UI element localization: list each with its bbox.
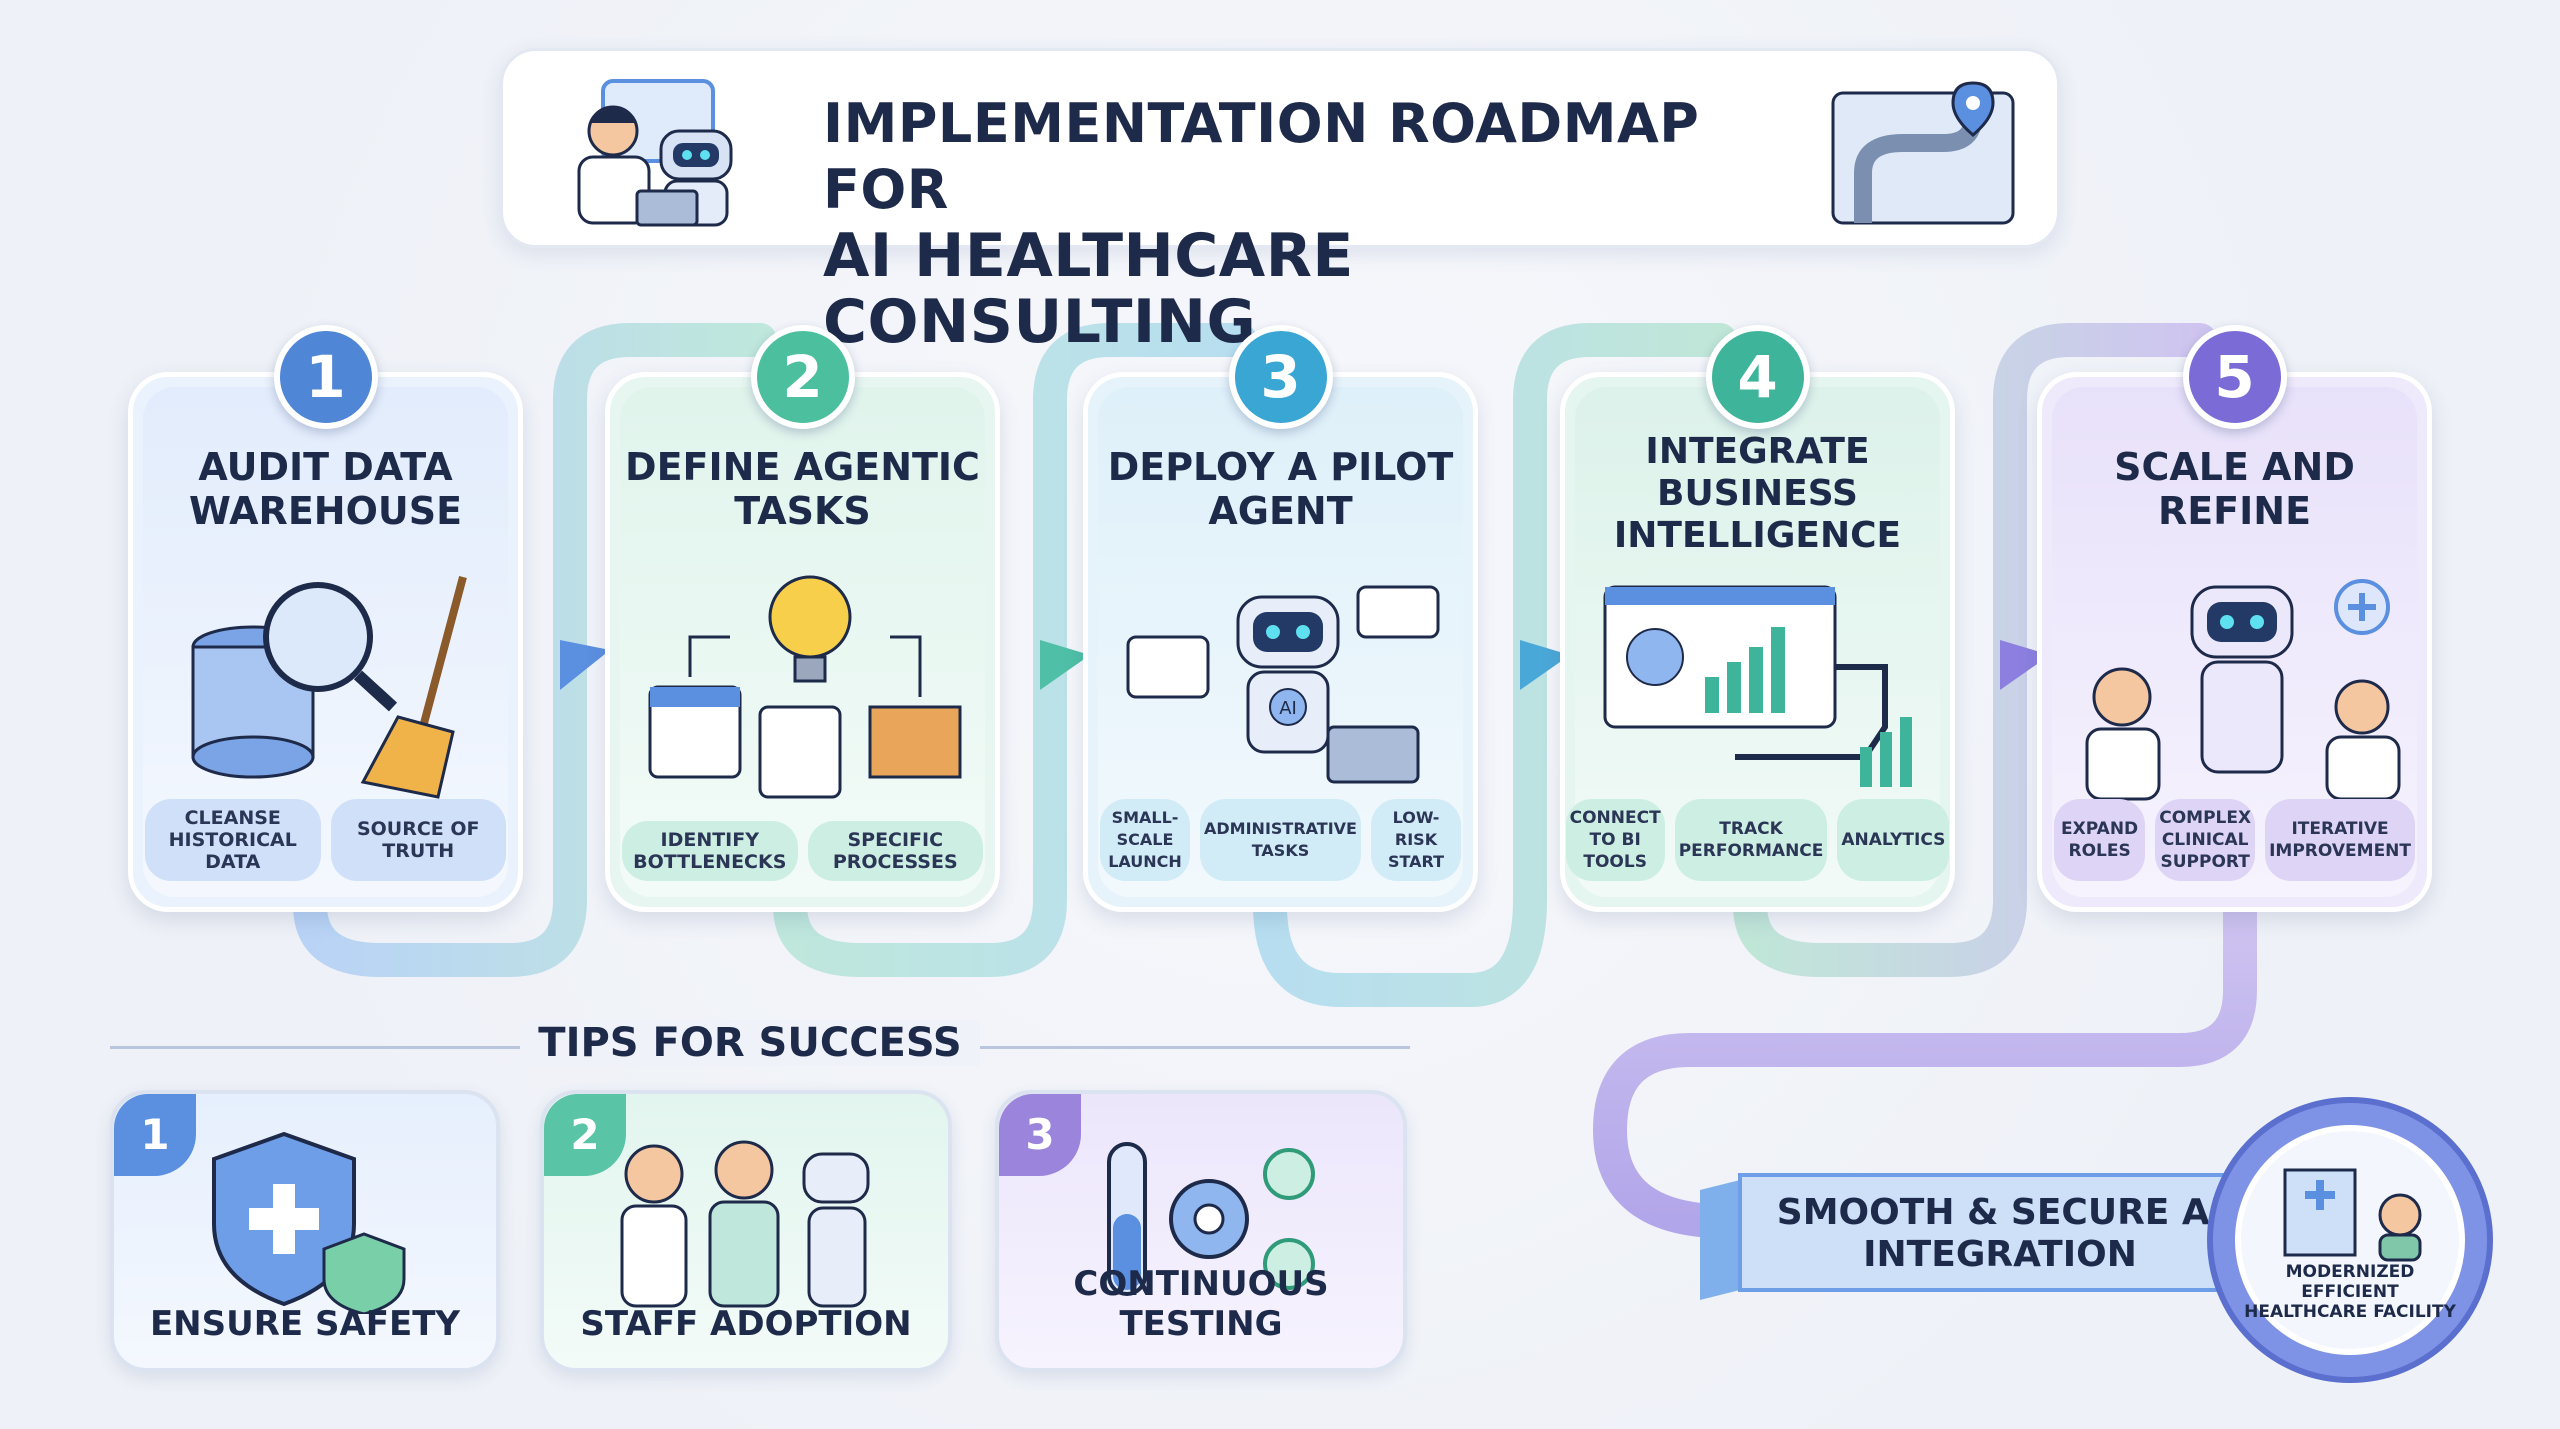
svg-text:AI: AI [1279,698,1297,719]
chip-analytics: ANALYTICS [1837,799,1950,881]
step-card-3: 3 DEPLOY A PILOT AGENT AI SMALL-SCALE LA… [1083,325,1478,912]
test-tube-gear-icon [1107,1142,1315,1296]
step-number-5: 5 [2182,325,2287,429]
step-card-5: 5 SCALE AND REFINE EXPAND ROLES COMPLEX … [2037,325,2432,912]
step-3-chips: SMALL-SCALE LAUNCH ADMINISTRATIVE TASKS … [1100,799,1461,881]
result-ribbon [1700,1173,2262,1300]
chip-complex-clinical-support: COMPLEX CLINICAL SUPPORT [2155,799,2256,881]
tip-number-1: 1 [114,1094,196,1176]
tip-label-staff-adoption: STAFF ADOPTION [580,1304,912,1344]
chip-expand-roles: EXPAND ROLES [2054,799,2146,881]
tip-card-staff-adoption: 2 STAFF ADOPTION [540,1090,952,1372]
lightbulb-calendar-box-icon [648,575,962,799]
step-title-4: INTEGRATE BUSINESS INTELLIGENCE [1613,431,1902,556]
step-title-5: SCALE AND REFINE [2114,445,2355,533]
tips-heading: TIPS FOR SUCCESS [520,1020,980,1066]
title-banner: IMPLEMENTATION ROADMAP FOR AI HEALTHCARE… [500,48,2060,355]
step-card-1: 1 AUDIT DATA WAREHOUSE CLEANSE HISTORICA… [128,325,523,912]
chip-source-of-truth: SOURCE OF TRUTH [330,799,506,881]
step-title-3: DEPLOY A PILOT AGENT [1107,445,1454,533]
step-number-4: 4 [1705,325,1810,429]
staff-and-robot-icon [620,1140,870,1308]
robot-with-doctors-icon [2085,579,2401,801]
step-number-3: 3 [1228,325,1333,429]
chip-iterative-improvement: ITERATIVE IMPROVEMENT [2265,799,2415,881]
step-card-2: 2 DEFINE AGENTIC TASKS IDENTIFY BOTTLENE… [605,325,1000,912]
doctor-and-robot-icon [577,79,733,227]
tip-number-2: 2 [544,1094,626,1176]
chip-track-performance: TRACK PERFORMANCE [1674,799,1828,881]
shield-check-icon [212,1131,406,1314]
title-line-2: AI HEALTHCARE CONSULTING [823,221,1354,357]
tip-card-ensure-safety: 1 ENSURE SAFETY [110,1090,500,1372]
chip-specific-processes: SPECIFIC PROCESSES [807,821,983,881]
step-1-chips: CLEANSE HISTORICAL DATA SOURCE OF TRUTH [145,799,506,881]
healthcare-facility-badge [2207,1097,2493,1383]
step-number-2: 2 [750,325,855,429]
result-banner-text: SMOOTH & SECURE AI INTEGRATION [1776,1192,2224,1275]
chip-identify-bottlenecks: IDENTIFY BOTTLENECKS [622,821,798,881]
page-title: IMPLEMENTATION ROADMAP FOR AI HEALTHCARE… [823,91,1743,355]
database-magnifier-broom-icon [191,575,467,799]
step-5-chips: EXPAND ROLES COMPLEX CLINICAL SUPPORT IT… [2054,799,2415,881]
robot-laptop-icon: AI [1126,585,1440,784]
step-4-chips: CONNECT TO BI TOOLS TRACK PERFORMANCE AN… [1565,799,1950,881]
step-number-1: 1 [273,325,378,429]
tip-label-continuous-testing: CONTINUOUS TESTING [1073,1264,1329,1344]
tip-number-3: 3 [999,1094,1081,1176]
title-line-1: IMPLEMENTATION ROADMAP FOR [823,92,1700,221]
tip-card-continuous-testing: 3 CONTINUOUS TESTING [995,1090,1407,1372]
badge-text: MODERNIZED EFFICIENT HEALTHCARE FACILITY [2244,1262,2456,1322]
tip-label-ensure-safety: ENSURE SAFETY [149,1304,461,1344]
chip-low-risk-start: LOW-RISK START [1370,799,1461,881]
step-title-2: DEFINE AGENTIC TASKS [625,445,980,533]
bi-dashboard-plug-icon [1603,585,1912,787]
chip-small-scale-launch: SMALL-SCALE LAUNCH [1100,799,1191,881]
roadmap-pin-icon [1831,81,2015,225]
step-2-chips: IDENTIFY BOTTLENECKS SPECIFIC PROCESSES [622,821,983,881]
chip-connect-to-bi-tools: CONNECT TO BI TOOLS [1565,799,1665,881]
chip-cleanse-historical-data: CLEANSE HISTORICAL DATA [145,799,321,881]
chip-administrative-tasks: ADMINISTRATIVE TASKS [1200,799,1361,881]
step-card-4: 4 INTEGRATE BUSINESS INTELLIGENCE CONNEC… [1560,325,1955,912]
step-title-1: AUDIT DATA WAREHOUSE [188,445,463,533]
